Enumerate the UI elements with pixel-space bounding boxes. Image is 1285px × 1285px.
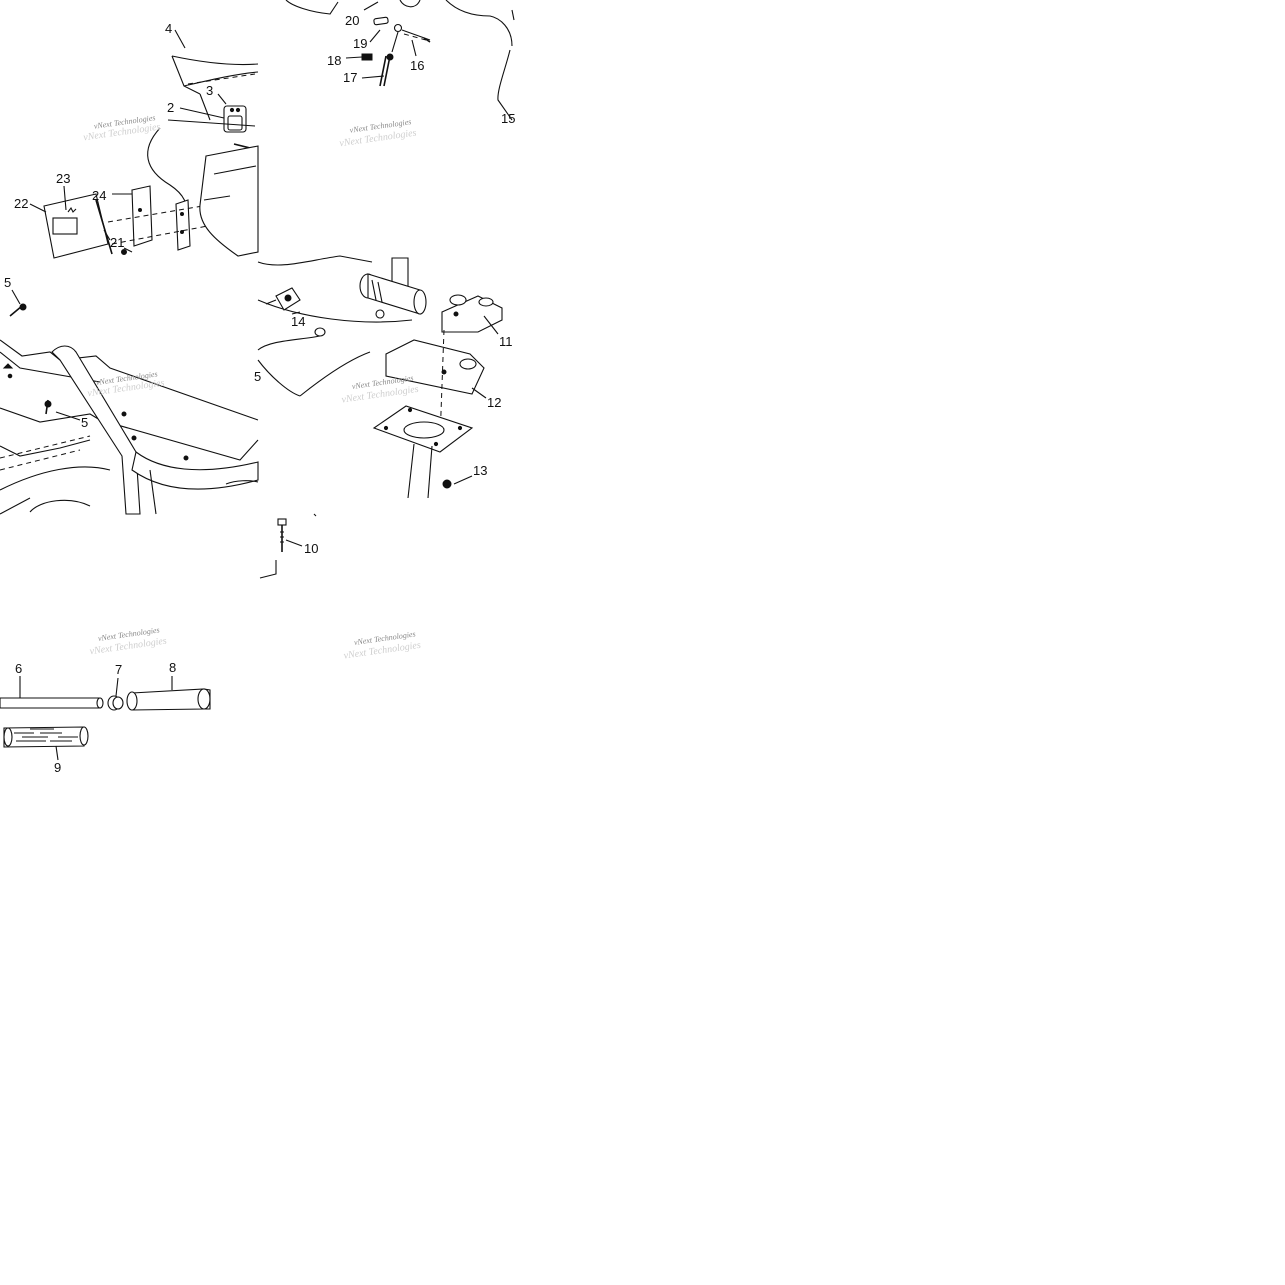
- tile-bottom-left: 6 7 8 9 vNext Technologies vNext Technol…: [0, 625, 211, 775]
- watermark-1: vNext Technologies vNext Technologies: [83, 113, 162, 143]
- bar-end-plug: [107, 695, 124, 711]
- callout-4: 4: [165, 21, 172, 36]
- callout-17: 17: [343, 70, 357, 85]
- callout-5-mid: 5: [81, 415, 88, 430]
- steering-column: [407, 443, 433, 499]
- callout-8: 8: [169, 660, 176, 675]
- steering-shaft: [359, 257, 427, 315]
- callout-14: 14: [291, 314, 305, 329]
- hand-grip: [3, 726, 89, 748]
- callout-22: 22: [14, 196, 28, 211]
- watermark-3: vNext Technologies vNext Technologies: [87, 369, 166, 399]
- callout-2: 2: [167, 100, 174, 115]
- callout-10: 10: [304, 541, 318, 556]
- callout-7: 7: [115, 662, 122, 677]
- headlight-bucket: [199, 145, 259, 257]
- callout-24: 24: [92, 188, 106, 203]
- handlebar-tube: [51, 345, 259, 515]
- watermark-5: vNext Technologies vNext Technologies: [89, 625, 168, 657]
- clip-bolt: [44, 399, 52, 415]
- callout-12: 12: [487, 395, 501, 410]
- callout-9: 9: [54, 760, 61, 775]
- tile-middle-right: 14 11 12 13 5 vNext Technologies vNext T…: [254, 255, 513, 499]
- watermark-4: vNext Technologies vNext Technologies: [341, 373, 420, 405]
- tile-bottom-right: 10 vNext Technologies vNext Technologies: [259, 513, 422, 662]
- callout-16: 16: [410, 58, 424, 73]
- watermark-6: vNext Technologies vNext Technologies: [343, 629, 422, 661]
- tile-middle-left: 5 5 vNext Technologies vNext Technologie…: [0, 275, 259, 515]
- tile-top-left: 4 3 2 23 24 22 21 vNext Technologies vNe…: [14, 21, 259, 259]
- switch-housing: [223, 105, 247, 133]
- throttle-sleeve: [126, 688, 211, 711]
- callout-15: 15: [501, 111, 515, 126]
- top-bolt: [9, 303, 27, 317]
- callout-21: 21: [110, 235, 124, 250]
- tile-top-right: 20 19 18 17 16 15 vNext Technologies vNe…: [285, 0, 515, 149]
- lower-clamp: [385, 339, 485, 395]
- cable-assembly: [361, 16, 431, 87]
- upper-clamp: [441, 294, 503, 333]
- decal-plate: [43, 193, 133, 259]
- callout-13: 13: [473, 463, 487, 478]
- mount-plate: [372, 405, 474, 453]
- front-cover-panel: [171, 55, 259, 121]
- callout-11: 11: [499, 334, 513, 349]
- callout-6: 6: [15, 661, 22, 676]
- watermark-2: vNext Technologies vNext Technologies: [339, 117, 418, 149]
- callout-18: 18: [327, 53, 341, 68]
- handlebar-bar: [0, 697, 104, 709]
- lock-nut: [442, 479, 452, 489]
- callout-20: 20: [345, 13, 359, 28]
- callout-19: 19: [353, 36, 367, 51]
- bracket-plate: [107, 185, 251, 251]
- side-nut: [275, 287, 301, 311]
- callout-23: 23: [56, 171, 70, 186]
- callout-5-edge: 5: [254, 369, 261, 384]
- callout-5-top: 5: [4, 275, 11, 290]
- long-bolt: [277, 518, 287, 552]
- callout-3: 3: [206, 83, 213, 98]
